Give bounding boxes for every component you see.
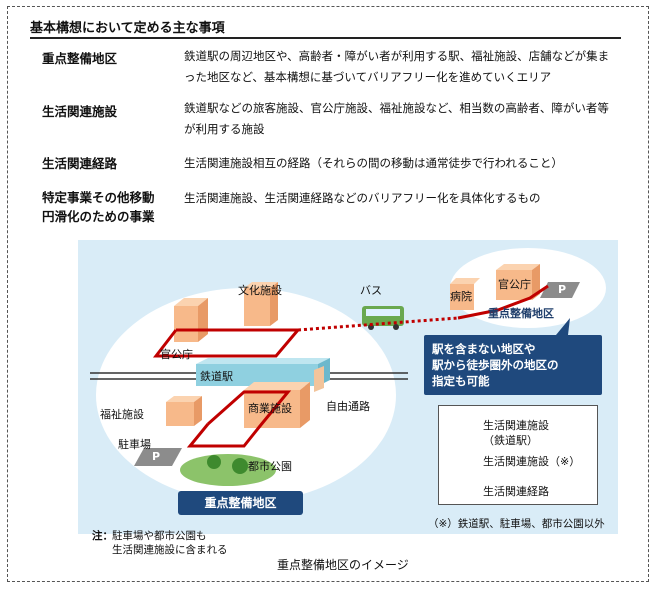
term-tokutei-2: 円滑化のための事業: [42, 209, 155, 224]
desc-juten: 鉄道駅の周辺地区や、高齢者・障がい者が利用する駅、福祉施設、店舗などが集まった地…: [184, 49, 610, 84]
park-tree-2: [232, 458, 248, 474]
free-passage: [314, 366, 324, 392]
zone-label-second: 重点整備地区: [488, 307, 554, 320]
kankocho-side: [270, 282, 278, 326]
parking-p-icon: P: [152, 450, 161, 463]
route-dashed-link: [297, 316, 459, 332]
kankocho2-top: [496, 264, 540, 270]
callout-line-1: 駅を含まない地区や: [432, 342, 536, 356]
legend-label-station-2: （鉄道駅）: [483, 434, 538, 447]
label-fukushi: 福祉施設: [100, 408, 144, 421]
zone-illustration: 文化施設 官公庁 鉄道駅 商業施設 福祉施設 自由通路 駐車場 P 都市公園 バ…: [78, 240, 618, 534]
shogyo-top: [244, 382, 310, 390]
callout-line-3: 指定も可能: [432, 374, 490, 388]
legend-label-facility: 生活関連施設（※）: [483, 455, 581, 468]
parking-lot-2: [540, 282, 580, 298]
bus-wheel-rear: [393, 324, 399, 330]
term-seikatsu-keiro: 生活関連経路: [42, 156, 118, 171]
fukushi-front: [166, 402, 194, 426]
illustration-graphics: [90, 248, 606, 502]
shogyo-side: [300, 382, 310, 428]
route-loop-north: [152, 328, 302, 358]
label-park: 都市公園: [248, 460, 292, 473]
legend-label-route: 生活関連経路: [483, 485, 549, 498]
label-bus: バス: [360, 284, 382, 297]
route-second-zone: [457, 284, 549, 320]
callout-line-2: 駅から徒歩圏外の地区の: [432, 358, 559, 372]
label-jiyu: 自由通路: [326, 400, 370, 413]
label-parking: 駐車場: [118, 438, 151, 451]
fukushi-top: [166, 396, 202, 402]
label-station: 鉄道駅: [200, 370, 233, 383]
legend-label-station-1: 生活関連施設: [483, 419, 549, 432]
callout-pointer: [556, 318, 570, 335]
note-line-1: 駐車場や都市公園も: [112, 530, 207, 542]
bunka-top: [174, 298, 208, 306]
note-line-2: 生活関連施設に含まれる: [112, 544, 228, 556]
document-frame: [7, 6, 649, 582]
route-loop-south: [186, 390, 292, 448]
park-tree-1: [207, 455, 221, 469]
shogyo-front: [244, 390, 300, 428]
label-bunka: 文化施設: [238, 284, 282, 297]
footnote: （※）鉄道駅、駐車場、都市公園以外: [428, 518, 605, 530]
label-kankocho: 官公庁: [160, 348, 193, 361]
hospital-front: [450, 284, 474, 310]
bunka-front: [174, 306, 198, 342]
callout-box: 駅を含まない地区や 駅から徒歩圏外の地区の 指定も可能: [424, 335, 602, 395]
desc-seikatsu-keiro: 生活関連施設相互の経路（それらの間の移動は通常徒歩で行われること）: [184, 156, 563, 170]
label-hospital: 病院: [450, 290, 472, 303]
kankocho2-front: [496, 270, 532, 300]
label-shogyo: 商業施設: [248, 402, 292, 415]
term-tokutei-1: 特定事業その他移動: [42, 190, 155, 205]
label-kankocho2: 官公庁: [498, 278, 531, 291]
zone-label-main: 重点整備地区: [178, 491, 303, 515]
park-area: [180, 454, 276, 486]
kankocho-top: [244, 282, 278, 288]
heading-rule: [30, 37, 621, 39]
figure-caption: 重点整備地区のイメージ: [277, 558, 409, 572]
legend-box: 生活関連施設 （鉄道駅） 生活関連施設（※） 生活関連経路: [438, 405, 598, 505]
bus-windows: [366, 309, 400, 316]
station-front: [196, 364, 318, 386]
desc-seikatsu-shisetsu: 鉄道駅などの旅客施設、官公庁施設、福祉施設など、相当数の高齢者、障がい者等が利用…: [184, 101, 609, 136]
term-seikatsu-shisetsu: 生活関連施設: [42, 104, 118, 119]
section-heading: 基本構想において定める主な事項: [30, 21, 225, 36]
term-juten: 重点整備地区: [42, 51, 118, 66]
desc-tokutei: 生活関連施設、生活関連経路などのバリアフリー化を具体化するもの: [184, 191, 541, 205]
parking-lot: [134, 448, 182, 466]
station-top: [196, 358, 330, 364]
note-label: 注：: [92, 530, 113, 542]
parking-p-icon-2: P: [558, 283, 567, 296]
kankocho-front: [244, 288, 270, 326]
fukushi-side: [194, 396, 202, 426]
hospital-top: [450, 278, 480, 284]
